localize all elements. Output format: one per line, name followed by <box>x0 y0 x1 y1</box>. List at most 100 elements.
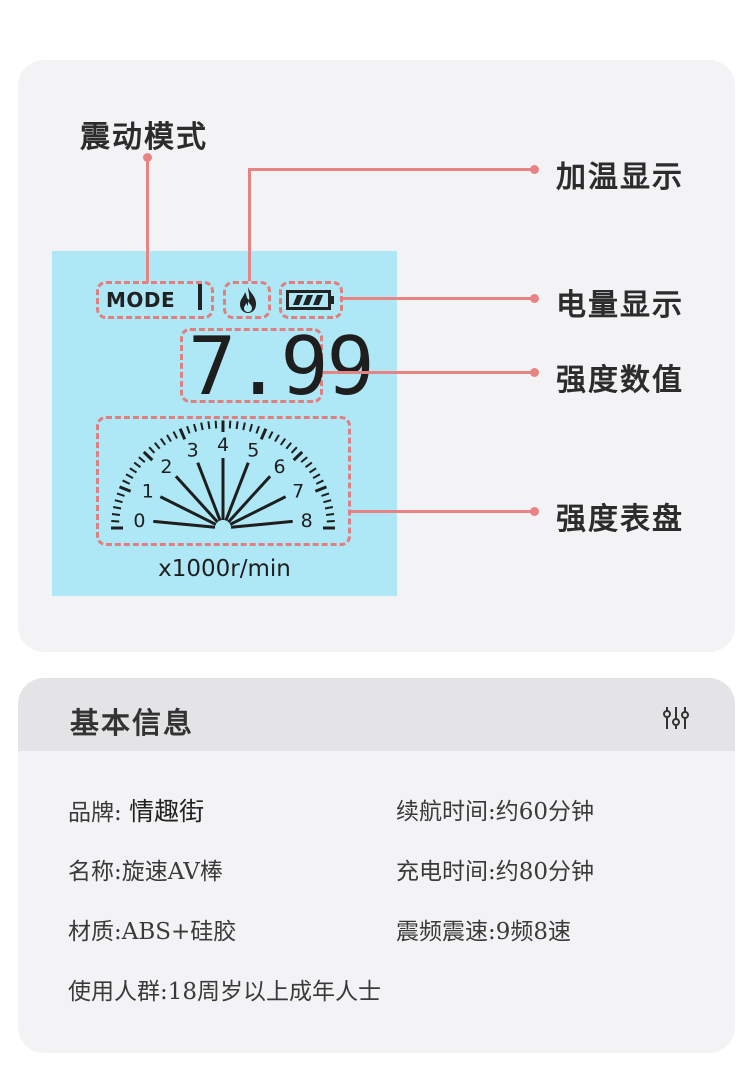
dial-label: 2 <box>160 456 172 478</box>
dial-tick <box>300 456 308 463</box>
dial-tick <box>255 425 260 434</box>
sliders-icon[interactable] <box>663 706 689 730</box>
label-battery-display: 电量显示 <box>556 288 684 323</box>
dial-tick <box>118 485 132 493</box>
info-material: 材质:ABS+硅胶 <box>68 919 237 945</box>
dial-tick <box>172 431 178 439</box>
intensity-value-box <box>180 328 323 403</box>
dial-label: 6 <box>273 456 285 478</box>
dial-tick <box>129 467 138 474</box>
brand-label: 品牌: <box>68 800 122 826</box>
dial-spoke <box>153 519 216 529</box>
battery-box <box>279 281 343 319</box>
info-battery-life: 续航时间:约60分钟 <box>396 799 595 825</box>
dial-spoke <box>196 462 222 522</box>
leader-dot <box>530 165 539 174</box>
dial-tick <box>111 519 120 523</box>
dial-tick <box>274 434 280 443</box>
dial-tick <box>290 446 298 454</box>
dial-tick <box>324 506 334 510</box>
dial-label: 0 <box>133 510 145 532</box>
dial-tick <box>193 423 198 432</box>
dial-tick <box>285 442 292 450</box>
leader-line-dial <box>351 510 534 513</box>
dial-spoke <box>224 462 250 522</box>
dial-label: 1 <box>142 480 154 502</box>
dial-tick <box>312 473 321 479</box>
basic-info-card: 基本信息 <box>18 678 735 1053</box>
leader-line-mode <box>146 157 149 283</box>
dial-tick <box>178 428 187 440</box>
dial-label: 8 <box>301 510 313 532</box>
dial-tick <box>292 450 304 462</box>
basic-info-header: 基本信息 <box>18 678 735 751</box>
unit-label: x1000r/min <box>158 556 291 582</box>
dial-label: 7 <box>292 480 304 502</box>
dial-tick <box>159 438 167 446</box>
dial-tick <box>166 434 172 443</box>
mode-number-segment <box>198 284 202 310</box>
dial-tick <box>125 473 134 479</box>
dial-label: 5 <box>247 440 259 462</box>
dial-tick <box>200 422 204 431</box>
dial-tick <box>268 431 274 439</box>
dial-tick <box>326 519 335 523</box>
dial-label: 4 <box>217 434 229 456</box>
dial-tick <box>228 420 232 429</box>
dial-tick <box>214 420 218 429</box>
dial-tick <box>325 512 335 516</box>
dial-spoke <box>229 495 287 526</box>
leader-dot <box>530 294 539 303</box>
dial-label: 3 <box>187 440 199 462</box>
dial-tick <box>112 506 122 510</box>
leader-dot <box>530 507 539 516</box>
battery-icon <box>286 290 334 310</box>
brand-value: 情趣街 <box>129 797 205 826</box>
intensity-reading: 7.99 <box>188 320 375 413</box>
leader-dot <box>530 368 539 377</box>
flame-icon <box>240 287 256 313</box>
label-intensity-value: 强度数值 <box>556 363 684 398</box>
mode-box <box>96 281 214 319</box>
leader-line-battery <box>343 297 534 300</box>
info-brand: 品牌: 情趣街 <box>68 792 204 828</box>
dial-tick <box>116 492 125 497</box>
label-vibration-mode: 震动模式 <box>80 120 208 155</box>
dial-tick <box>314 485 328 493</box>
dial-tick <box>142 450 154 462</box>
dial-tick <box>133 461 142 469</box>
dial-tick <box>321 492 330 497</box>
dial-tick <box>186 425 191 434</box>
info-charge-time: 充电时间:约80分钟 <box>396 859 595 885</box>
info-vibration: 震频震速:9频8速 <box>396 919 572 945</box>
mode-label: MODE <box>106 288 176 312</box>
dial-tick <box>315 479 324 485</box>
dial-tick <box>304 461 313 469</box>
dial-tick <box>242 422 246 431</box>
dial-tick <box>259 428 268 440</box>
basic-info-title: 基本信息 <box>70 706 195 740</box>
dial-tick <box>111 512 121 516</box>
label-heating-display: 加温显示 <box>556 160 684 195</box>
leader-line-heating-v <box>248 168 251 281</box>
heating-box <box>223 281 271 319</box>
info-audience: 使用人群:18周岁以上成年人士 <box>68 979 382 1005</box>
leader-line-intensity <box>323 371 534 374</box>
dial-spoke <box>227 475 272 524</box>
dial-tick <box>248 423 253 432</box>
info-name: 名称:旋速AV棒 <box>68 859 223 885</box>
dial-tick <box>122 479 131 485</box>
dial-tick <box>138 456 146 463</box>
dial-tick <box>323 499 332 504</box>
dial-tick <box>308 467 317 474</box>
dial-tick <box>207 421 211 430</box>
dial-spoke <box>230 519 293 529</box>
dial-tick <box>279 438 287 446</box>
dial-spoke <box>159 495 217 526</box>
leader-line-heating-h <box>248 168 534 171</box>
dial-tick <box>235 421 239 430</box>
dial-tick <box>154 442 161 450</box>
dial-tick <box>114 499 123 504</box>
dial-spoke <box>174 475 219 524</box>
